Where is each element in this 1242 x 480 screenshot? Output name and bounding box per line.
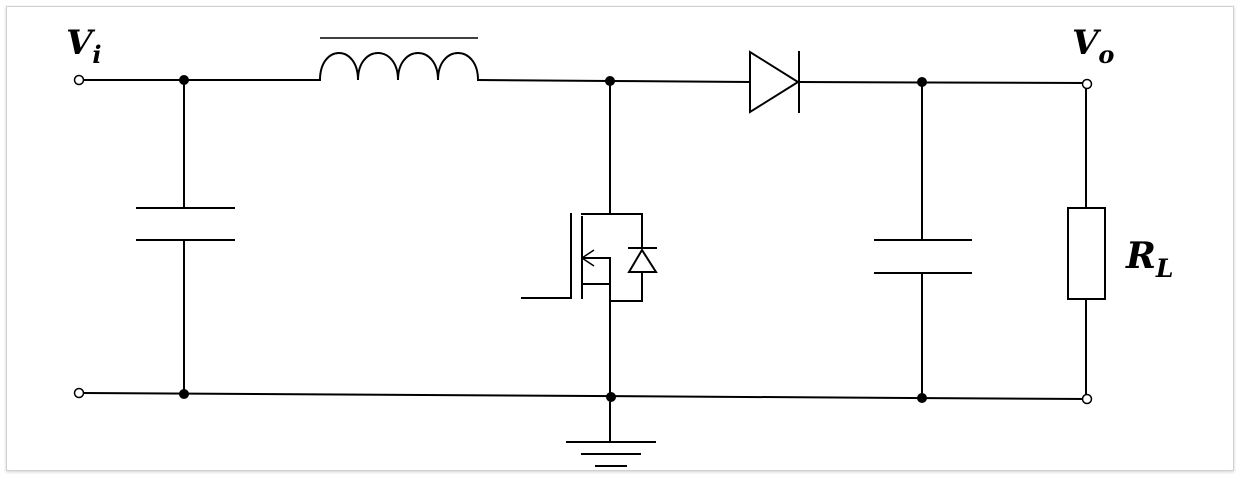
node-input-cap-bottom [179, 389, 189, 399]
input-capacitor [136, 79, 235, 395]
top-wire-mid [476, 78, 612, 83]
top-wire-to-diode [608, 79, 752, 84]
bottom-wire [81, 391, 1088, 401]
input-terminal-bottom [73, 387, 85, 399]
node-switch-bottom [606, 392, 616, 402]
inductor [318, 37, 480, 82]
load-resistor-symbol: R [1125, 235, 1156, 277]
input-terminal-top [73, 74, 85, 86]
diode [749, 50, 800, 114]
load-resistor-subscript: L [1155, 254, 1174, 283]
input-voltage-label: Vi [66, 23, 102, 69]
node-input-cap-top [179, 75, 189, 85]
output-voltage-label: Vo [1072, 23, 1114, 69]
input-voltage-subscript: i [92, 40, 101, 69]
output-terminal-bottom [1081, 393, 1093, 405]
output-capacitor [874, 81, 972, 399]
node-switch-top [605, 76, 615, 86]
output-voltage-subscript: o [1098, 40, 1114, 69]
node-output-cap-top [917, 77, 927, 87]
load-resistor [1067, 83, 1106, 399]
input-voltage-symbol: V [66, 23, 96, 63]
node-output-cap-bottom [917, 393, 927, 403]
output-terminal-top [1081, 78, 1093, 90]
output-voltage-symbol: V [1072, 23, 1102, 63]
top-wire-output [797, 80, 1088, 85]
mosfet-switch [521, 80, 658, 398]
load-resistor-label: RL [1125, 235, 1174, 283]
ground-symbol [566, 396, 656, 467]
